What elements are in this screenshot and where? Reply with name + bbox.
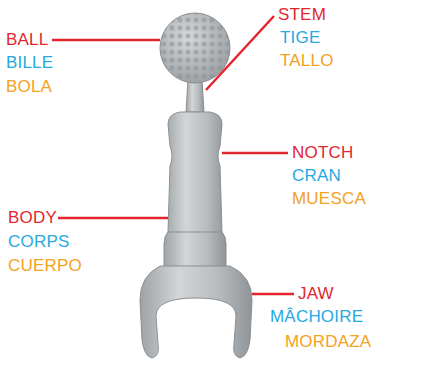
part-label: NOTCH [292,143,353,163]
leader-line [206,16,274,90]
part-label: CRAN [292,166,341,186]
part-label: CORPS [8,232,69,252]
body [164,112,226,268]
part-label: BILLE [6,53,53,73]
part-label: BOLA [6,77,52,97]
leader-line [52,39,160,42]
leader-line [252,293,294,296]
leader-line [222,152,288,155]
leader-lines [52,16,294,294]
part-label: MUESCA [292,189,366,209]
part-label: MÂCHOIRE [270,307,363,327]
part-label: TIGE [280,28,320,48]
leader-line [58,217,168,220]
part-label: MORDAZA [285,332,371,352]
part-label: JAW [298,284,334,304]
part-label: STEM [278,5,326,25]
stem [186,80,204,112]
part-label: TALLO [280,51,334,71]
jaw [140,266,252,358]
body-ridge [168,232,222,233]
part-label: BALL [6,30,48,50]
part-label: BODY [8,208,57,228]
part-label: CUERPO [8,256,82,276]
